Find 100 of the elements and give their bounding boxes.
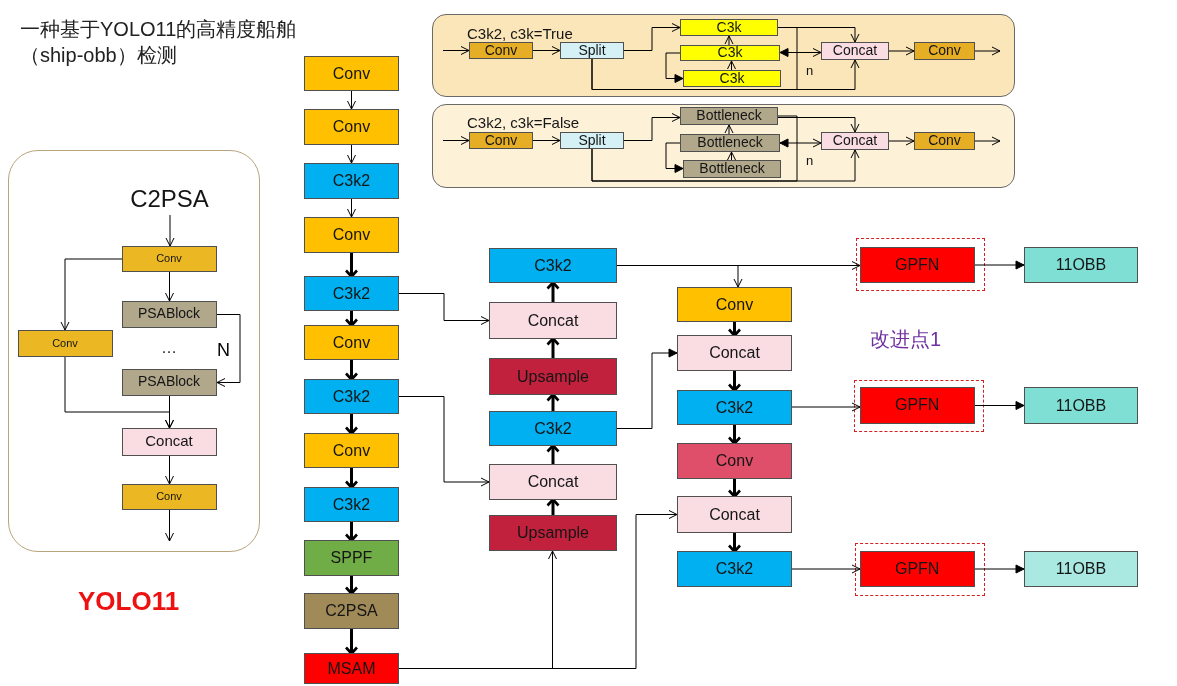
- panel-heading: C3k2, c3k=True: [467, 26, 573, 43]
- layer-box: Concat: [677, 335, 792, 371]
- layer-box: C3k2: [304, 487, 399, 522]
- layer-box: GPFN: [859, 386, 975, 424]
- arrow: [727, 60, 736, 71]
- arrow: [724, 35, 734, 46]
- layer-box: C3k: [683, 70, 781, 87]
- panel-heading: C3k2, c3k=False: [467, 115, 580, 132]
- arrow: [974, 401, 1025, 410]
- layer-box: Conv: [914, 132, 975, 150]
- layer-box: Conv: [17, 329, 113, 357]
- arrow: [398, 396, 490, 487]
- layer-box: Bottleneck: [680, 107, 778, 125]
- layer-box: Split: [560, 42, 624, 59]
- layer-box: Conv: [304, 433, 399, 468]
- layer-box: Concat: [821, 42, 889, 60]
- repeat-count-label: n: [806, 154, 814, 169]
- layer-box: Conv: [914, 42, 975, 60]
- arrow: [165, 214, 175, 247]
- arrow: [727, 322, 742, 337]
- layer-box: Conv: [121, 483, 217, 510]
- arrow: [665, 52, 684, 83]
- arrow: [546, 498, 560, 515]
- arrow: [974, 46, 1001, 56]
- arrow: [974, 136, 1001, 146]
- arrow: [347, 144, 356, 164]
- arrow: [344, 311, 359, 327]
- arrow: [727, 425, 742, 445]
- arrow: [724, 124, 734, 135]
- arrow: [591, 48, 822, 90]
- module-title: C2PSA: [128, 184, 211, 215]
- layer-box: PSABlock: [121, 368, 217, 396]
- layer-box: Conv: [304, 325, 399, 360]
- layer-box: C3k2: [489, 411, 617, 446]
- arrow: [344, 576, 359, 595]
- layer-box: Conv: [677, 287, 792, 322]
- model-name-label: YOLO11: [78, 587, 180, 616]
- layer-box: 11OBB: [1024, 551, 1138, 587]
- arrow: [974, 260, 1025, 270]
- arrow: [665, 142, 684, 173]
- highlight-frame: [854, 380, 984, 432]
- arrow: [64, 356, 174, 429]
- layer-box: C3k2: [304, 276, 399, 311]
- arrow: [727, 479, 742, 498]
- layer-box: Upsample: [489, 358, 617, 395]
- layer-box: Bottleneck: [683, 160, 781, 178]
- arrow: [727, 371, 742, 392]
- arrow: [398, 293, 490, 325]
- layer-box: 11OBB: [1024, 387, 1138, 424]
- arrow: [347, 90, 356, 110]
- arrow: [216, 314, 241, 387]
- arrow: [791, 402, 861, 412]
- layer-box: Concat: [121, 427, 217, 456]
- layer-box: MSAM: [304, 653, 399, 684]
- arrow: [442, 136, 470, 145]
- arrow: [791, 564, 861, 574]
- arrow: [344, 522, 359, 542]
- layer-box: Concat: [489, 302, 617, 339]
- highlight-frame: [856, 238, 985, 291]
- annotation-label: 改进点1: [870, 328, 942, 350]
- arrow: [777, 115, 798, 148]
- arrow: [344, 629, 359, 655]
- layer-box: C3k2: [677, 551, 792, 587]
- module-panel: [8, 150, 260, 552]
- arrow: [165, 509, 174, 542]
- arrow: [546, 444, 560, 464]
- arrow: [546, 281, 560, 302]
- layer-box: PSABlock: [121, 300, 217, 328]
- layer-box: SPPF: [304, 540, 399, 576]
- layer-box: C3k2: [489, 248, 617, 283]
- arrow: [974, 564, 1025, 574]
- arrow: [777, 27, 798, 57]
- arrow: [777, 117, 860, 133]
- arrow: [623, 113, 681, 141]
- layer-box: Bottleneck: [680, 134, 780, 152]
- layer-box: Conv: [469, 132, 533, 149]
- layer-box: Conv: [304, 217, 399, 253]
- layer-box: Split: [560, 132, 624, 149]
- diagram-title: 一种基于YOLO11的高精度船舶（ship-obb）检测: [20, 17, 298, 68]
- layer-box: GPFN: [859, 246, 975, 283]
- layer-box: Conv: [121, 245, 217, 272]
- arrow: [532, 136, 561, 145]
- arrow: [347, 198, 356, 218]
- arrow: [591, 138, 822, 182]
- layer-box: Concat: [489, 464, 617, 500]
- module-panel: [432, 14, 1015, 97]
- arrow: [165, 271, 174, 302]
- arrow: [546, 393, 560, 411]
- arrow: [888, 46, 915, 56]
- layer-box: C3k2: [304, 379, 399, 414]
- arrow: [727, 533, 742, 553]
- highlight-frame: [855, 543, 985, 596]
- layer-box: Upsample: [489, 515, 617, 551]
- arrow: [616, 265, 743, 288]
- layer-box: C3k: [680, 19, 778, 36]
- arrow: [546, 337, 560, 358]
- arrow: [442, 46, 470, 55]
- layer-box: C3k2: [304, 163, 399, 199]
- arrow: [344, 360, 359, 381]
- layer-box: Conv: [304, 109, 399, 145]
